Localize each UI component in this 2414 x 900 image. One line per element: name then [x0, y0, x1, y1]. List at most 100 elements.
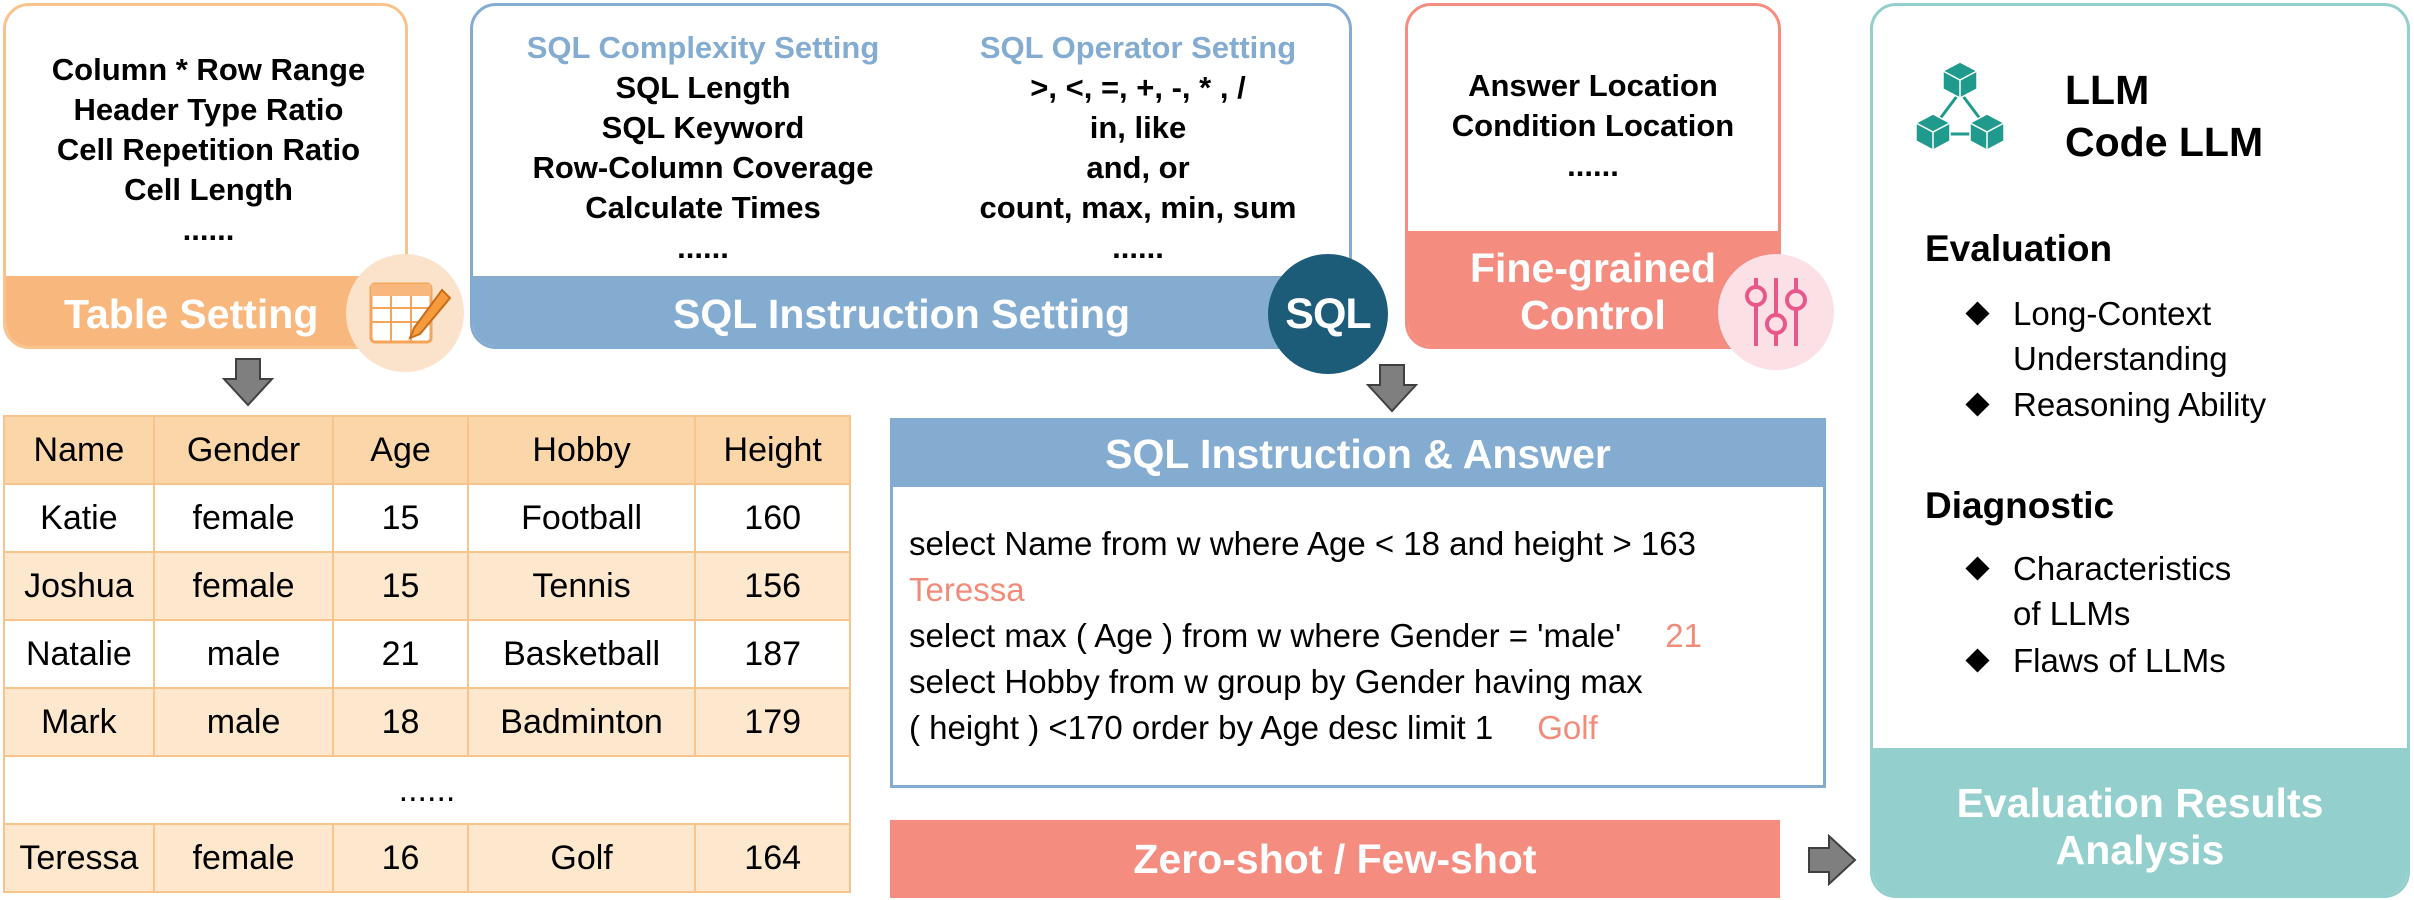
table-cell: Teressa: [3, 823, 155, 893]
table-cell: male: [152, 687, 335, 757]
table-setting-ellipsis: ......: [182, 212, 235, 247]
sql-complexity-item: Calculate Times: [585, 190, 821, 225]
table-header-cell: Hobby: [466, 415, 697, 485]
sql-answer: 21: [1665, 617, 1703, 654]
table-setting-item: Cell Length: [124, 172, 293, 207]
table-header-cell: Gender: [152, 415, 335, 485]
diagnostic-item: Flaws of LLMs: [1965, 638, 2226, 683]
table-cell: 18: [332, 687, 469, 757]
evaluation-item-line: Understanding: [2013, 340, 2228, 377]
sql-instruction-setting-panel: SQL Complexity Setting SQL Length SQL Ke…: [470, 3, 1352, 349]
diagnostic-item-line: of LLMs: [2013, 595, 2131, 632]
sql-complexity-item: SQL Length: [615, 70, 791, 105]
evaluation-results-label: Evaluation Results Analysis: [1873, 748, 2407, 895]
sql-complexity-item: Row-Column Coverage: [532, 150, 874, 185]
sql-examples: select Name from w where Age < 18 and he…: [909, 521, 1702, 751]
evaluation-item-line: Long-Context: [2013, 295, 2212, 332]
table-row: Katie female 15 Football 160: [3, 483, 851, 553]
sql-instruction-answer-title: SQL Instruction & Answer: [893, 421, 1823, 487]
table-cell: Golf: [466, 823, 697, 893]
sql-query: ( height ) <170 order by Age desc limit …: [909, 709, 1494, 746]
table-setting-item: Header Type Ratio: [73, 92, 344, 127]
fine-grained-control-label: Fine-grained Control: [1408, 231, 1778, 346]
table-ellipsis: ......: [3, 755, 851, 825]
table-cell: Badminton: [466, 687, 697, 757]
down-arrow-icon: [1365, 363, 1419, 413]
cubes-network-icon: [1905, 58, 2015, 158]
model-types: LLM Code LLM: [2065, 64, 2263, 168]
model-type: LLM: [2065, 67, 2150, 113]
table-cell: 156: [694, 551, 851, 621]
sql-badge: SQL: [1268, 254, 1388, 374]
table-row: Teressa female 16 Golf 164: [3, 823, 851, 893]
table-cell: 160: [694, 483, 851, 553]
diagnostic-item: Characteristics of LLMs: [1965, 546, 2232, 636]
sql-operator-ellipsis: ......: [1112, 230, 1164, 265]
sql-query: select Name from w where Age < 18 and he…: [909, 525, 1696, 562]
diamond-bullet-icon: [1965, 301, 1990, 326]
right-arrow-icon: [1807, 833, 1857, 887]
sql-operator-heading: SQL Operator Setting: [979, 30, 1297, 65]
table-cell: 16: [332, 823, 469, 893]
sql-query-row: ( height ) <170 order by Age desc limit …: [909, 705, 1702, 751]
table-setting-panel: Column * Row Range Header Type Ratio Cel…: [3, 3, 408, 349]
table-cell: female: [152, 551, 335, 621]
table-cell: female: [152, 483, 335, 553]
evaluation-panel: LLM Code LLM Evaluation Long-Context Und…: [1870, 3, 2410, 898]
table-cell: female: [152, 823, 335, 893]
table-row: Joshua female 15 Tennis 156: [3, 551, 851, 621]
sql-complexity-ellipsis: ......: [677, 230, 729, 265]
sql-operator-item: count, max, min, sum: [979, 190, 1297, 225]
sql-operator-item: in, like: [1089, 110, 1187, 145]
control-list: Answer Location Condition Location .....…: [1408, 66, 1778, 186]
evaluation-item: Long-Context Understanding: [1965, 291, 2228, 381]
spreadsheet-pencil-icon: [346, 254, 464, 372]
results-label-line: Analysis: [2055, 827, 2225, 873]
evaluation-item: Reasoning Ability: [1965, 382, 2267, 427]
table-cell: Katie: [3, 483, 155, 553]
sql-answer: Teressa: [909, 571, 1025, 608]
table-header-cell: Name: [3, 415, 155, 485]
table-cell: 15: [332, 551, 469, 621]
table-header-cell: Height: [694, 415, 851, 485]
table-cell: 164: [694, 823, 851, 893]
sql-instruction-answer-panel: SQL Instruction & Answer select Name fro…: [890, 418, 1826, 788]
diagnostic-item-line: Characteristics: [2013, 550, 2232, 587]
table-cell: 15: [332, 483, 469, 553]
control-label-line: Control: [1520, 292, 1666, 338]
sql-query-row: select max ( Age ) from w where Gender =…: [909, 613, 1702, 659]
table-cell: Natalie: [3, 619, 155, 689]
control-label-line: Fine-grained: [1469, 245, 1717, 291]
sql-complexity-heading: SQL Complexity Setting: [526, 30, 880, 65]
sql-complexity-item: SQL Keyword: [601, 110, 805, 145]
model-type: Code LLM: [2065, 119, 2264, 165]
sliders-icon: [1718, 254, 1834, 370]
diamond-bullet-icon: [1965, 556, 1990, 581]
evaluation-item-line: Reasoning Ability: [2013, 386, 2267, 423]
table-cell: 21: [332, 619, 469, 689]
sql-operator-item: and, or: [1086, 150, 1190, 185]
table-setting-item: Column * Row Range: [51, 52, 366, 87]
table-setting-label: Table Setting: [6, 276, 405, 346]
table-setting-item: Cell Repetition Ratio: [56, 132, 361, 167]
fine-grained-control-panel: Answer Location Condition Location .....…: [1405, 3, 1781, 349]
table-cell: Football: [466, 483, 697, 553]
results-label-line: Evaluation Results: [1956, 780, 2324, 826]
diagnostic-heading: Diagnostic: [1925, 485, 2115, 526]
diagnostic-item-line: Flaws of LLMs: [2013, 642, 2226, 679]
control-ellipsis: ......: [1567, 148, 1619, 183]
table-ellipsis-row: ......: [3, 755, 851, 825]
sql-complexity-column: SQL Complexity Setting SQL Length SQL Ke…: [513, 28, 893, 268]
control-item: Answer Location: [1468, 68, 1718, 103]
sql-answer: Golf: [1537, 709, 1598, 746]
zero-few-shot-bar: Zero-shot / Few-shot: [890, 820, 1780, 898]
table-cell: Tennis: [466, 551, 697, 621]
table-header-cell: Age: [332, 415, 469, 485]
table-header-row: Name Gender Age Hobby Height: [3, 415, 851, 485]
diamond-bullet-icon: [1965, 648, 1990, 673]
control-item: Condition Location: [1451, 108, 1735, 143]
sql-operator-item: >, <, =, +, -, * , /: [1030, 70, 1246, 105]
sql-query: select Hobby from w group by Gender havi…: [909, 663, 1643, 700]
diamond-bullet-icon: [1965, 392, 1990, 417]
table-cell: 179: [694, 687, 851, 757]
